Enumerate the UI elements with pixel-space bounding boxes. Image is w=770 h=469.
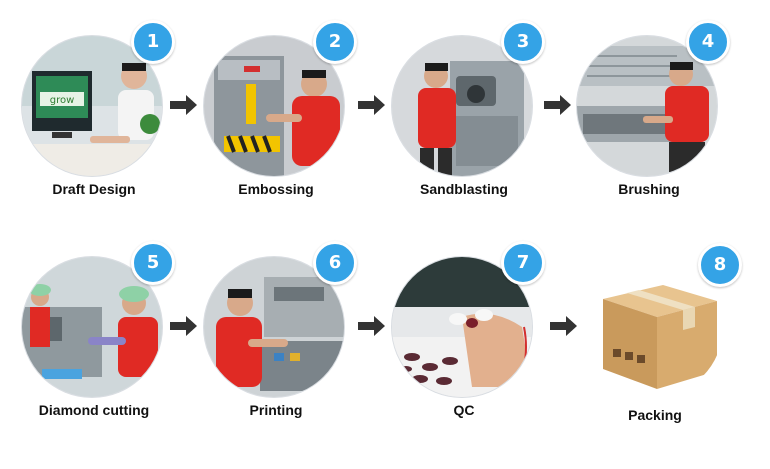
step-6: 6 Printing [196, 235, 357, 435]
arrow-right-icon [548, 315, 578, 337]
step-5: 5 Diamond cutting [14, 235, 175, 435]
step-number-badge: 3 [501, 20, 545, 64]
step-4: 4 Brushing [569, 14, 730, 214]
step-7: 7 QC [384, 235, 545, 435]
screen-text: grow [50, 95, 75, 106]
step-2: 2 Embossing [196, 14, 357, 214]
packing-box-illustration [583, 257, 723, 397]
step-1: grow 1 Draft Design [14, 14, 175, 214]
step-number-badge: 2 [313, 20, 357, 64]
step-3: 3 Sandblasting [384, 14, 545, 214]
step-label: Draft Design [52, 181, 136, 197]
step-label: Sandblasting [420, 181, 508, 197]
step-number-badge: 4 [686, 20, 730, 64]
arrow-right-icon [542, 94, 572, 116]
step-number-badge: 6 [313, 241, 357, 285]
arrow-right-icon [356, 315, 386, 337]
step-label: Brushing [618, 181, 680, 197]
step-number-badge: 1 [131, 20, 175, 64]
step-number-badge: 5 [131, 241, 175, 285]
step-number-badge: 7 [501, 241, 545, 285]
step-label: Embossing [238, 181, 314, 197]
step-label: Printing [249, 402, 303, 418]
step-label: Packing [628, 407, 682, 423]
diamond-cutting-photo [22, 257, 162, 397]
step-8: 8 Packing [575, 235, 742, 435]
arrow-right-icon [168, 315, 198, 337]
step-label: QC [453, 402, 475, 418]
step-label: Diamond cutting [38, 402, 150, 418]
step-number-badge: 8 [698, 243, 742, 287]
arrow-right-icon [168, 94, 198, 116]
arrow-right-icon [356, 94, 386, 116]
